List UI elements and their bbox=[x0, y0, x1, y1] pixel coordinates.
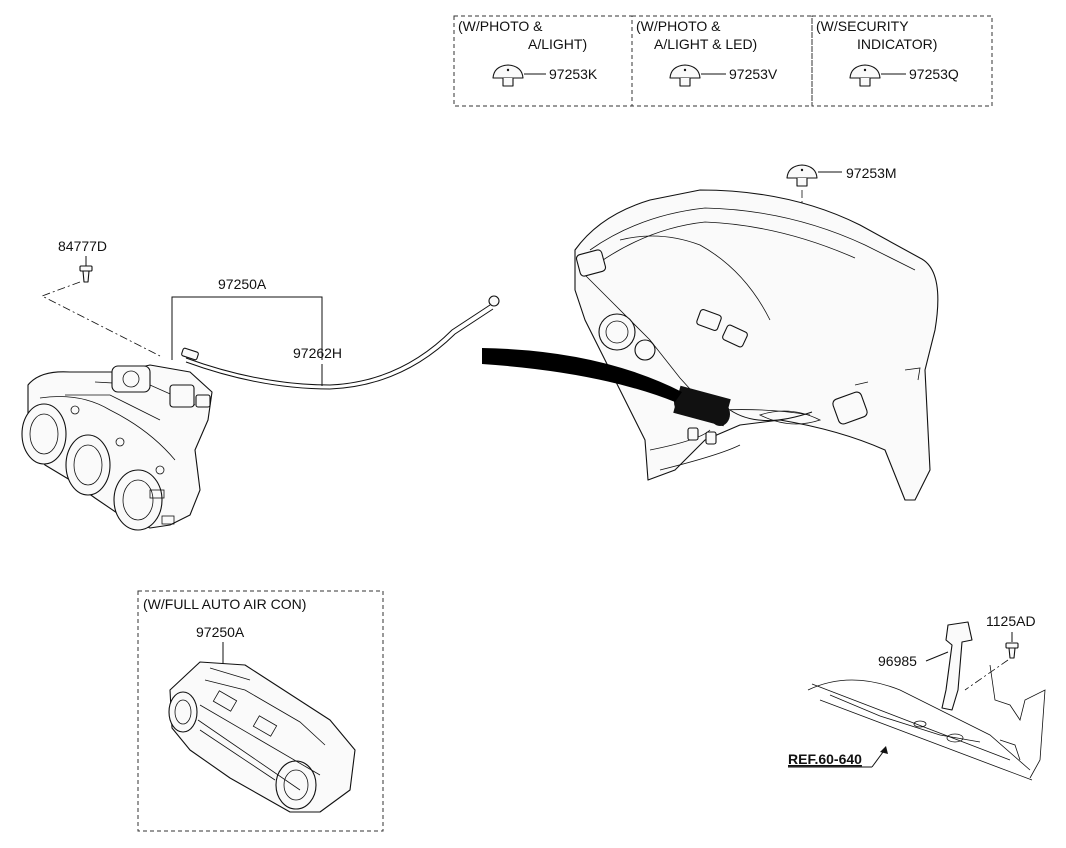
photo-sensor-icon bbox=[849, 64, 881, 87]
variant-title-line2: A/LIGHT & LED) bbox=[654, 36, 757, 52]
variant-title-line2: INDICATOR) bbox=[857, 36, 937, 52]
bolt-icon bbox=[1005, 642, 1019, 659]
auto-aircon-control-unit bbox=[168, 661, 356, 813]
callout-arrow bbox=[482, 348, 682, 402]
control-unit-part-number: 97250A bbox=[218, 276, 267, 292]
screw-group: 84777D bbox=[41, 238, 161, 357]
photo-sensor-icon bbox=[669, 64, 701, 87]
dash-sensor-group: 97253M bbox=[786, 164, 897, 270]
variant-box-photo-alight-led: (W/PHOTO & A/LIGHT & LED) 97253V bbox=[631, 15, 813, 107]
full-auto-aircon-box: (W/FULL AUTO AIR CON) 97250A bbox=[137, 590, 384, 832]
photo-sensor-icon bbox=[786, 164, 818, 187]
control-cable bbox=[181, 295, 500, 390]
bracket-icon bbox=[941, 621, 973, 711]
variant-title-line1: (W/SECURITY bbox=[816, 18, 909, 34]
auto-control-part-number: 97250A bbox=[196, 624, 245, 640]
cable-part-number: 97262H bbox=[293, 345, 342, 361]
bracket-assembly: 1125AD 96985 REF.60-640 bbox=[788, 613, 1046, 781]
part-number: 97253Q bbox=[909, 66, 959, 82]
photo-sensor-icon bbox=[492, 64, 524, 87]
variant-title-line1: (W/PHOTO & bbox=[458, 18, 543, 34]
variant-box-security-indicator: (W/SECURITY INDICATOR) 97253Q bbox=[811, 15, 993, 107]
dashboard-illustration bbox=[574, 189, 939, 501]
bolt-part-number: 1125AD bbox=[986, 613, 1036, 629]
control-unit-callout: 97250A 97262H bbox=[171, 276, 342, 386]
part-number: 97253V bbox=[729, 66, 778, 82]
variant-title-line2: A/LIGHT) bbox=[528, 36, 587, 52]
part-number: 97253K bbox=[549, 66, 598, 82]
sensor-part-number: 97253M bbox=[846, 165, 897, 181]
bracket-part-number: 96985 bbox=[878, 653, 917, 669]
variant-box-photo-alight: (W/PHOTO & A/LIGHT) 97253K bbox=[453, 15, 633, 107]
auto-box-title: (W/FULL AUTO AIR CON) bbox=[143, 596, 306, 612]
heater-control-unit bbox=[21, 364, 213, 531]
variant-title-line1: (W/PHOTO & bbox=[636, 18, 721, 34]
screw-icon bbox=[79, 265, 93, 283]
screw-part-number: 84777D bbox=[58, 238, 107, 254]
reference-label: REF.60-640 bbox=[788, 751, 862, 767]
